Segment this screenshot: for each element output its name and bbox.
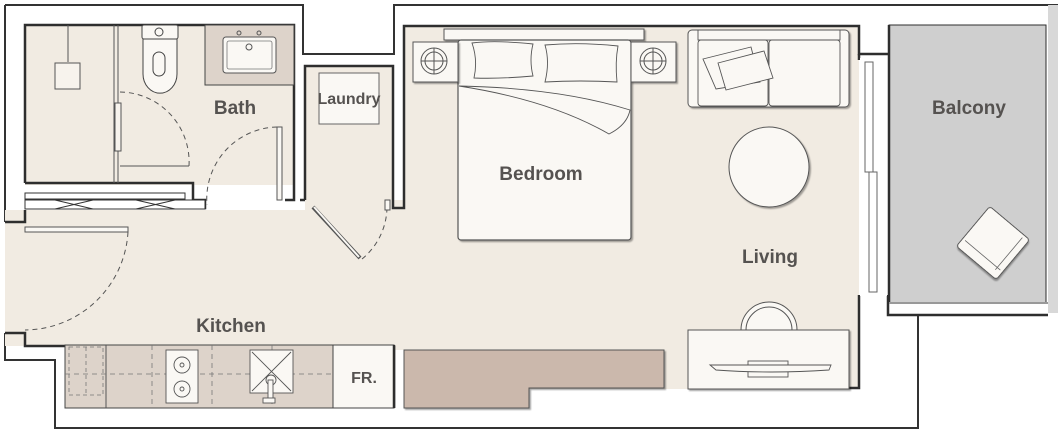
balcony-floor xyxy=(888,24,1047,304)
room-label-bath: Bath xyxy=(214,98,256,119)
room-label-balcony: Balcony xyxy=(932,98,1006,119)
wardrobe-cabinet xyxy=(403,349,665,409)
nightstand-left xyxy=(412,41,459,83)
bath-window-strip xyxy=(24,192,206,210)
lamp-left-icon xyxy=(420,47,448,75)
sofa-details xyxy=(697,29,841,107)
window-living xyxy=(860,58,887,296)
room-label-laundry: Laundry xyxy=(317,91,380,108)
kitchen-counter xyxy=(64,344,395,409)
desk-chair xyxy=(740,301,798,331)
round-table xyxy=(728,126,810,208)
entry-door xyxy=(24,226,129,331)
laundry-machine xyxy=(318,72,380,125)
fridge-label: FR. xyxy=(351,370,377,387)
lamp-right-icon xyxy=(639,47,667,75)
desk xyxy=(687,329,850,390)
bath-door xyxy=(206,126,283,206)
balcony-chair-arms xyxy=(964,237,1023,271)
cooktop-icon xyxy=(165,349,199,404)
toilet xyxy=(141,24,179,94)
balcony-rail xyxy=(1048,5,1058,313)
shower-partition xyxy=(54,25,190,183)
room-label-kitchen: Kitchen xyxy=(196,316,266,337)
room-label-bedroom: Bedroom xyxy=(499,164,582,185)
kitchen-sink-icon xyxy=(249,349,294,404)
bed-details xyxy=(458,41,631,135)
laundry-door xyxy=(311,199,391,260)
balcony-chair xyxy=(957,207,1029,279)
bath-vanity xyxy=(204,24,295,86)
room-label-living: Living xyxy=(742,247,798,268)
desk-tv xyxy=(708,360,832,378)
